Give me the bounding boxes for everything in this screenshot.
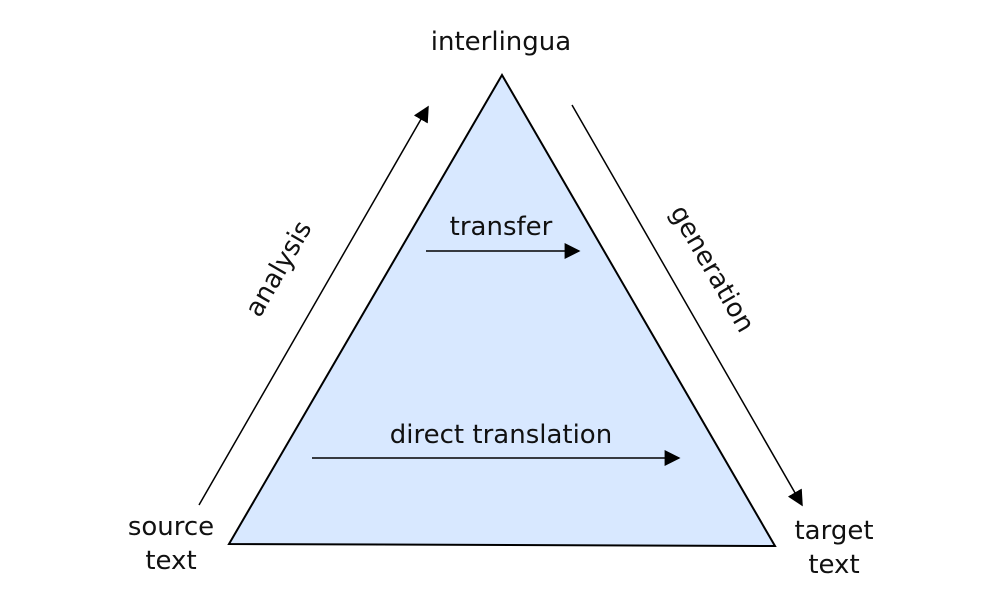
source-label-line2: text <box>145 546 196 576</box>
analysis-label: analysis <box>240 216 319 322</box>
transfer-label: transfer <box>450 212 553 242</box>
target-label-line1: target <box>794 516 873 546</box>
source-label-line1: source <box>128 512 214 542</box>
apex-label: interlingua <box>431 27 571 57</box>
generation-arrow <box>571 104 803 507</box>
generation-label: generation <box>664 200 761 337</box>
triangle <box>227 73 777 548</box>
target-label-line2: text <box>808 550 859 580</box>
analysis-arrow <box>198 105 429 506</box>
direct-translation-label: direct translation <box>390 420 612 450</box>
